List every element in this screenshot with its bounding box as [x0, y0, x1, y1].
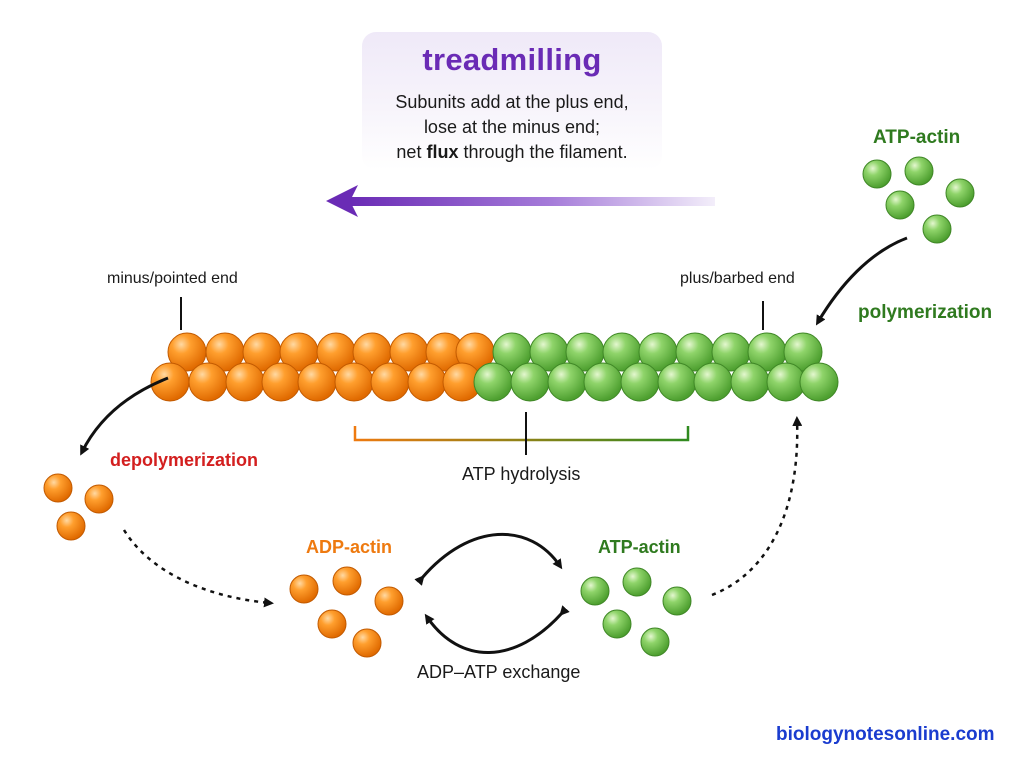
atp-actin-monomer: [904, 156, 934, 186]
plus-end-label: plus/barbed end: [680, 270, 795, 287]
minus-end-label: minus/pointed end: [107, 270, 238, 287]
polymerization-label: polymerization: [858, 302, 993, 323]
atp-actin-monomer: [640, 627, 670, 657]
atp-actin-subunit: [766, 362, 806, 402]
atp-actin-subunit: [583, 362, 623, 402]
atp-hydrolysis-label: ATP hydrolysis: [462, 464, 581, 484]
released-adp-subunit: [43, 473, 73, 503]
adp-actin-subunit: [334, 362, 374, 402]
adp-actin-subunit: [370, 362, 410, 402]
free-subunits: [43, 156, 975, 658]
card-line-2: lose at the minus end;: [423, 117, 601, 137]
atp-actin-subunit: [693, 362, 733, 402]
atp-actin-monomer: [945, 178, 975, 208]
adp-actin-monomer: [352, 628, 382, 658]
adp-actin-monomer: [289, 574, 319, 604]
card-line-3: net flux through the filament.: [362, 142, 662, 163]
actin-filament: [150, 332, 839, 402]
adp-actin-monomer: [374, 586, 404, 616]
treadmilling-card: treadmilling Subunits add at the plus en…: [362, 32, 662, 170]
atp-actin-monomer: [602, 609, 632, 639]
adp-actin-subunit: [188, 362, 228, 402]
adp-actin-subunit: [261, 362, 301, 402]
atp-hydrolysis-bracket: [353, 412, 690, 455]
atp-actin-top-label: ATP-actin: [873, 127, 961, 148]
card-line-3-after: through the filament.: [458, 142, 628, 162]
polymerization-arrow: [815, 236, 908, 326]
adp-diffusion-arrow: [122, 529, 274, 608]
card-line-1: Subunits add at the plus end,: [395, 92, 629, 112]
released-adp-subunit: [56, 511, 86, 541]
card-line-3-before: net: [396, 142, 427, 162]
atp-actin-monomer: [862, 159, 892, 189]
exchange-label: ADP–ATP exchange: [417, 662, 581, 682]
card-line-3-bold: flux: [426, 142, 459, 162]
adp-actin-subunit: [297, 362, 337, 402]
atp-actin-subunit: [547, 362, 587, 402]
atp-actin-monomer: [622, 567, 652, 597]
watermark: biologynotesonline.com: [776, 724, 995, 745]
atp-actin-monomer: [885, 190, 915, 220]
card-title: treadmilling: [422, 42, 602, 77]
adp-actin-monomer: [317, 609, 347, 639]
atp-actin-subunit: [657, 362, 697, 402]
flux-arrow: [326, 185, 715, 217]
depolymerization-arrow: [80, 376, 169, 456]
adp-actin-label: ADP-actin: [306, 537, 393, 557]
atp-actin-subunit: [473, 362, 513, 402]
atp-actin-subunit: [620, 362, 660, 402]
atp-actin-bottom-label: ATP-actin: [598, 537, 681, 557]
exchange-arrows: [414, 533, 570, 654]
atp-actin-subunit: [510, 362, 550, 402]
atp-actin-monomer: [580, 576, 610, 606]
atp-actin-monomer: [662, 586, 692, 616]
adp-actin-subunit: [225, 362, 265, 402]
adp-actin-monomer: [332, 566, 362, 596]
atp-actin-subunit: [799, 362, 839, 402]
depolymerization-label: depolymerization: [110, 450, 259, 470]
released-adp-subunit: [84, 484, 114, 514]
atp-actin-subunit: [730, 362, 770, 402]
atp-actin-monomer: [922, 214, 952, 244]
atp-return-arrow: [711, 416, 803, 597]
adp-actin-subunit: [407, 362, 447, 402]
